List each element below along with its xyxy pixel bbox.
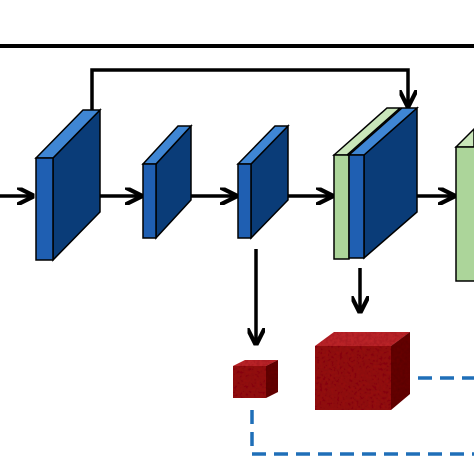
skip-connection-arrow — [90, 68, 408, 112]
output-block — [454, 127, 474, 282]
encoder-block-3 — [236, 124, 290, 240]
small-output-volume — [233, 360, 278, 398]
concat-block — [332, 106, 419, 260]
dashed-connections — [250, 376, 474, 456]
encoder-block-1 — [34, 108, 102, 262]
large-output-volume — [315, 332, 410, 410]
encoder-block-2 — [141, 124, 193, 240]
